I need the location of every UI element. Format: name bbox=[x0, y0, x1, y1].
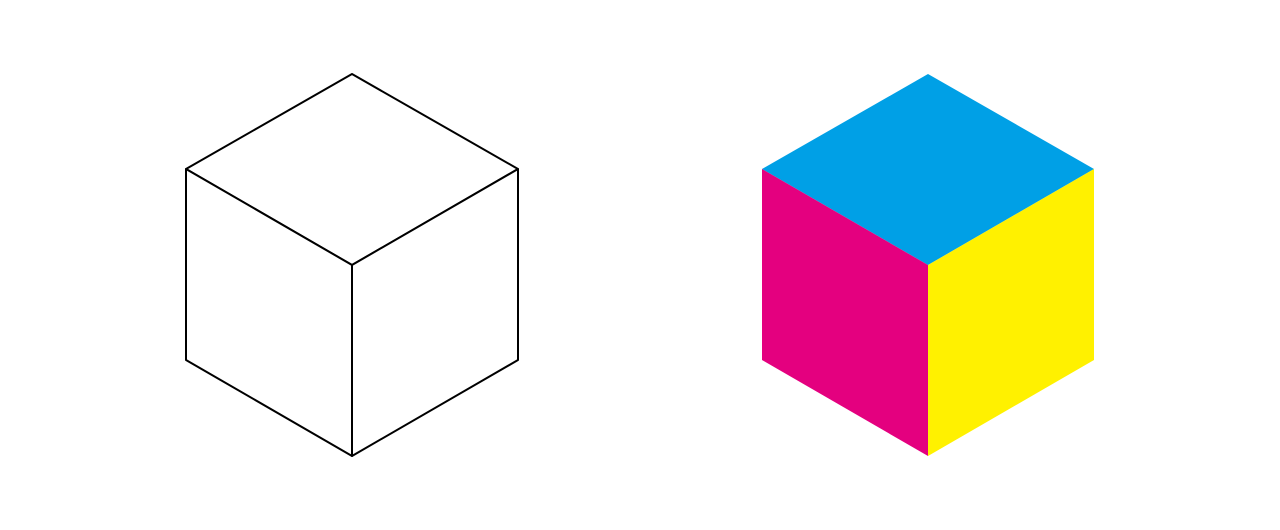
colored-cube-left-face bbox=[762, 169, 928, 456]
colored-cube bbox=[762, 74, 1094, 456]
colored-cube-top-face bbox=[762, 74, 1094, 265]
outline-cube bbox=[185, 73, 519, 457]
colored-cube-right-face bbox=[928, 169, 1094, 456]
outline-cube-right-face bbox=[351, 168, 519, 457]
